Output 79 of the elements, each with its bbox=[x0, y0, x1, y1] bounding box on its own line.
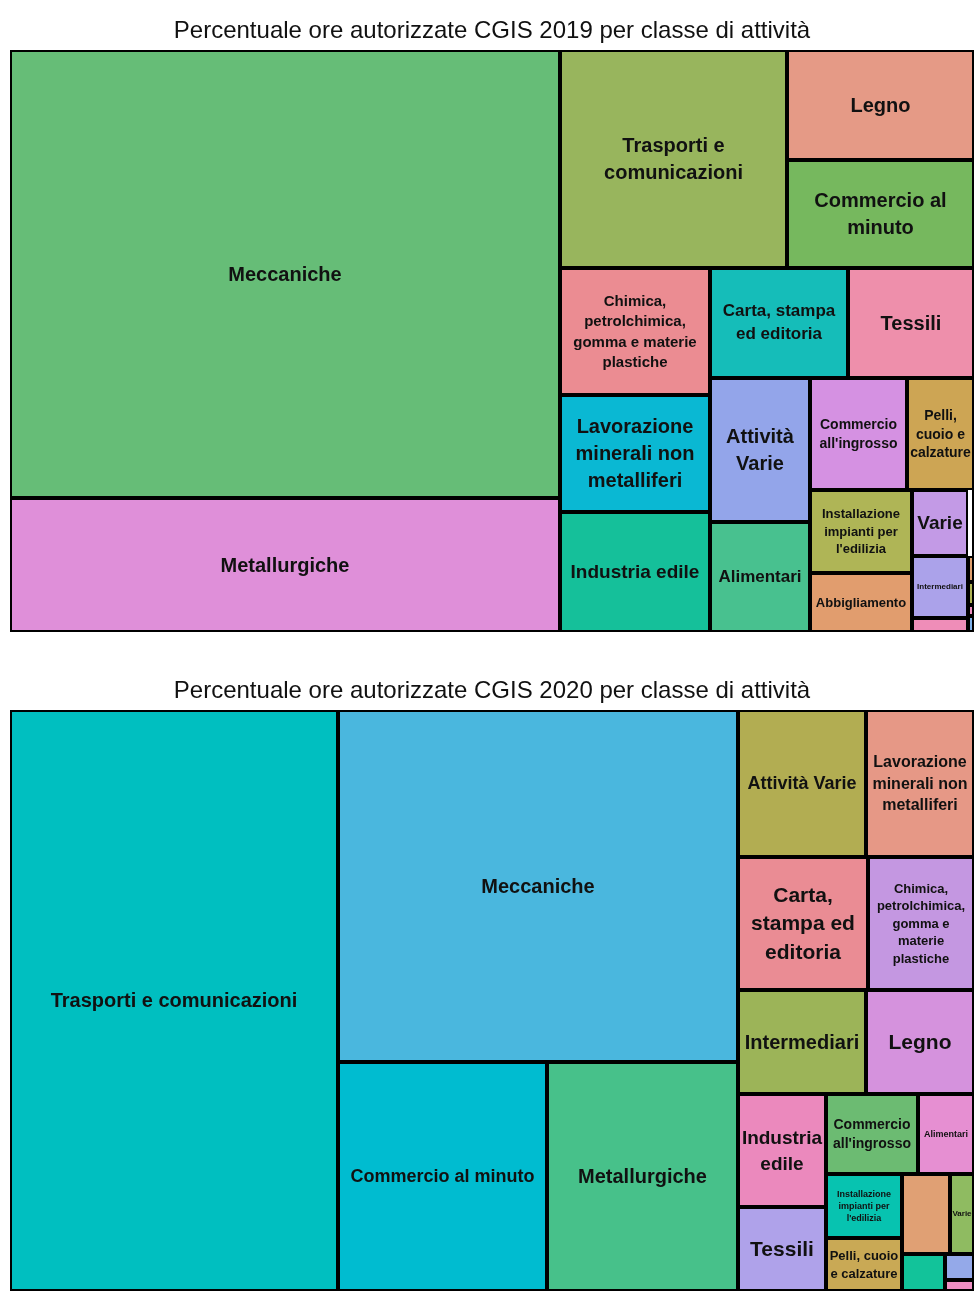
treemap-tile bbox=[560, 395, 710, 512]
category-label: Lavorazione minerali non metalliferi bbox=[871, 752, 969, 816]
treemap-tile bbox=[338, 710, 738, 1062]
treemap-tile bbox=[968, 556, 974, 582]
category-label: Installazione impianti per l'edilizia bbox=[821, 505, 901, 558]
category-label: Trasporti e comunicazioni bbox=[50, 988, 298, 1013]
treemap-tile bbox=[738, 990, 866, 1094]
treemap-tile bbox=[912, 490, 968, 556]
category-label: Alimentari bbox=[718, 565, 802, 588]
treemap-tile bbox=[826, 1238, 902, 1291]
chart-title: Percentuale ore autorizzate CGIS 2019 per classe di attività bbox=[172, 16, 812, 44]
treemap-tile bbox=[787, 160, 974, 268]
category-label: Industria edile bbox=[570, 560, 700, 585]
treemap-tile bbox=[710, 378, 810, 522]
category-label: Installazione impianti per l'edilizia bbox=[836, 1187, 892, 1225]
category-label: Attività Varie bbox=[747, 772, 857, 796]
category-label: Trasporti e comunicazioni bbox=[603, 133, 744, 185]
category-label: Lavorazione minerali non metalliferi bbox=[574, 414, 696, 493]
treemap-tile bbox=[826, 1094, 918, 1174]
treemap-tile bbox=[945, 1254, 974, 1280]
treemap-tile bbox=[810, 378, 907, 490]
category-label: Pelli, cuoio e calzature bbox=[828, 1246, 900, 1283]
category-label: Commercio all'ingrosso bbox=[818, 415, 899, 453]
treemap-tile bbox=[826, 1174, 902, 1238]
category-label: Intermediari bbox=[917, 581, 963, 593]
category-label: Abbigliamento bbox=[815, 593, 907, 612]
treemap-tile bbox=[848, 268, 974, 378]
category-label: Carta, stampa ed editoria bbox=[721, 300, 837, 345]
treemap-tile bbox=[902, 1174, 950, 1254]
treemap-tile bbox=[907, 378, 974, 490]
category-label: Meccaniche bbox=[481, 873, 595, 899]
treemap-tile bbox=[950, 1174, 974, 1254]
category-label: Commercio al minuto bbox=[813, 188, 948, 240]
treemap-tile bbox=[10, 710, 338, 1291]
category-label: Chimica, petrolchimica, gomma e materie plastiche bbox=[572, 291, 698, 372]
treemap-tile bbox=[810, 573, 912, 632]
category-label: Legno bbox=[850, 92, 911, 118]
treemap-tile bbox=[710, 522, 810, 632]
treemap-tile bbox=[710, 268, 848, 378]
treemap-tile bbox=[868, 857, 974, 990]
treemap-tile bbox=[902, 1254, 945, 1291]
treemap-tile bbox=[560, 50, 787, 268]
category-label: Varie bbox=[917, 511, 963, 536]
treemap-tile bbox=[10, 50, 560, 498]
treemap-tile bbox=[866, 710, 974, 857]
treemap-tile bbox=[560, 512, 710, 632]
category-label: Legno bbox=[888, 1028, 952, 1055]
treemap-tile bbox=[560, 268, 710, 395]
category-label: Intermediari bbox=[744, 1029, 860, 1055]
category-label: Carta, stampa ed editoria bbox=[750, 882, 856, 965]
treemap-tile bbox=[968, 616, 974, 632]
treemap-tile bbox=[787, 50, 974, 160]
treemap-tile bbox=[10, 498, 560, 632]
category-label: Industria edile bbox=[740, 1125, 824, 1176]
category-label: Commercio al minuto bbox=[350, 1165, 535, 1189]
category-label: Pelli, cuoio e calzature bbox=[909, 405, 972, 463]
category-label: Commercio all'ingrosso bbox=[832, 1115, 912, 1153]
category-label: Tessili bbox=[880, 310, 942, 336]
treemap-tile bbox=[738, 857, 868, 990]
category-label: Varie bbox=[952, 1208, 972, 1220]
treemap-tile bbox=[547, 1062, 738, 1291]
treemap-tile bbox=[738, 1094, 826, 1207]
category-label: Metallurgiche bbox=[578, 1164, 707, 1189]
treemap-tile bbox=[918, 1094, 974, 1174]
treemap-tile bbox=[912, 618, 968, 632]
treemap-tile bbox=[338, 1062, 547, 1291]
treemap-tile bbox=[866, 990, 974, 1094]
category-label: Tessili bbox=[750, 1235, 814, 1262]
treemap-tile bbox=[810, 490, 912, 573]
category-label: Chimica, petrolchimica, gomma e materie plastiche bbox=[875, 879, 967, 968]
treemap-tile bbox=[738, 1207, 826, 1291]
treemap-tile bbox=[912, 556, 968, 618]
treemap-tile bbox=[945, 1280, 974, 1291]
category-label: Attività Varie bbox=[725, 424, 795, 476]
category-label: Metallurgiche bbox=[220, 552, 350, 578]
chart-title: Percentuale ore autorizzate CGIS 2020 per classe di attività bbox=[172, 676, 812, 704]
category-label: Meccaniche bbox=[228, 261, 342, 287]
treemap-tile bbox=[738, 710, 866, 857]
category-label: Alimentari bbox=[924, 1127, 968, 1141]
